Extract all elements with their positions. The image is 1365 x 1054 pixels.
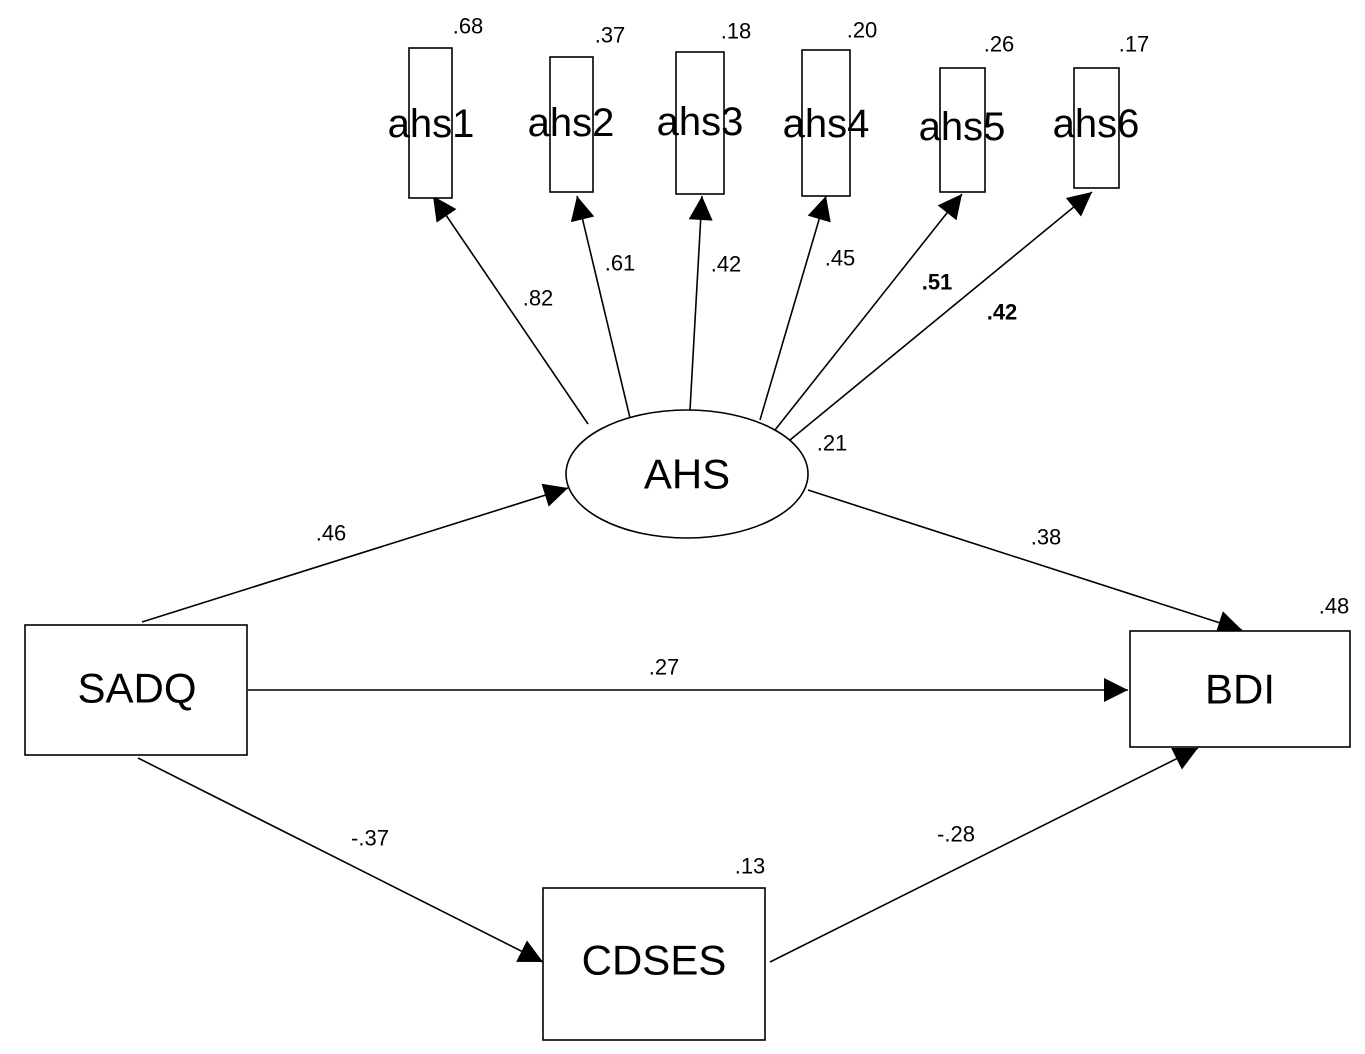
node-ahs-label: AHS <box>644 451 730 498</box>
coef-ahs-ahs5: .51 <box>922 270 953 295</box>
node-ahs-latent: AHS .21 <box>565 409 848 539</box>
coef-ahs-ahs6: .42 <box>987 300 1018 325</box>
edge-ahs-ahs4 <box>759 195 831 421</box>
node-ahs4: ahs4 .20 <box>783 18 878 197</box>
coef-sadq-ahs: .46 <box>316 521 347 546</box>
node-bdi-r2: .48 <box>1319 594 1350 619</box>
node-bdi: BDI .48 <box>1129 594 1351 748</box>
edge-ahs-bdi <box>807 489 1243 635</box>
node-ahs6: ahs6 .17 <box>1053 32 1150 189</box>
node-ahs4-label: ahs4 <box>783 102 870 146</box>
node-ahs3-r2: .18 <box>721 19 752 44</box>
node-bdi-label: BDI <box>1205 666 1275 713</box>
edge-ahs-ahs5 <box>774 193 963 431</box>
node-ahs2-r2: .37 <box>595 23 626 48</box>
coef-ahs-ahs4: .45 <box>825 246 856 271</box>
edge-ahs-ahs2 <box>570 195 631 419</box>
node-sadq-label: SADQ <box>77 665 196 712</box>
node-ahs3: ahs3 .18 <box>657 19 752 195</box>
node-ahs2-label: ahs2 <box>528 101 615 145</box>
coef-ahs-ahs1: .82 <box>523 286 554 311</box>
node-ahs5-r2: .26 <box>984 32 1015 57</box>
coef-sadq-cdses: -.37 <box>351 826 389 851</box>
edge-ahs-ahs1 <box>432 195 589 425</box>
node-cdses-label: CDSES <box>582 937 727 984</box>
coef-sadq-bdi: .27 <box>649 655 680 680</box>
node-ahs6-label: ahs6 <box>1053 102 1140 146</box>
node-ahs2: ahs2 .37 <box>528 23 626 193</box>
coef-ahs-ahs3: .42 <box>711 252 742 277</box>
node-ahs3-label: ahs3 <box>657 100 744 144</box>
node-ahs6-r2: .17 <box>1119 32 1150 57</box>
edge-cdses-bdi <box>769 747 1199 963</box>
edge-sadq-ahs <box>141 483 569 623</box>
node-ahs1-r2: .68 <box>453 14 484 39</box>
node-ahs5: ahs5 .26 <box>919 32 1015 193</box>
node-ahs-r2: .21 <box>817 431 848 456</box>
node-cdses-r2: .13 <box>735 854 766 879</box>
edge-ahs-ahs3 <box>688 195 713 411</box>
edge-ahs-ahs6 <box>789 191 1093 441</box>
node-ahs5-label: ahs5 <box>919 105 1006 149</box>
coef-ahs-bdi: .38 <box>1031 525 1062 550</box>
node-sadq: SADQ <box>24 624 248 756</box>
node-ahs4-r2: .20 <box>847 18 878 43</box>
node-ahs1-label: ahs1 <box>388 102 475 146</box>
node-cdses: CDSES .13 <box>542 854 766 1041</box>
coef-ahs-ahs2: .61 <box>605 251 636 276</box>
node-ahs1: ahs1 .68 <box>388 14 484 199</box>
edge-sadq-cdses <box>137 757 544 963</box>
coef-cdses-bdi: -.28 <box>937 822 975 847</box>
